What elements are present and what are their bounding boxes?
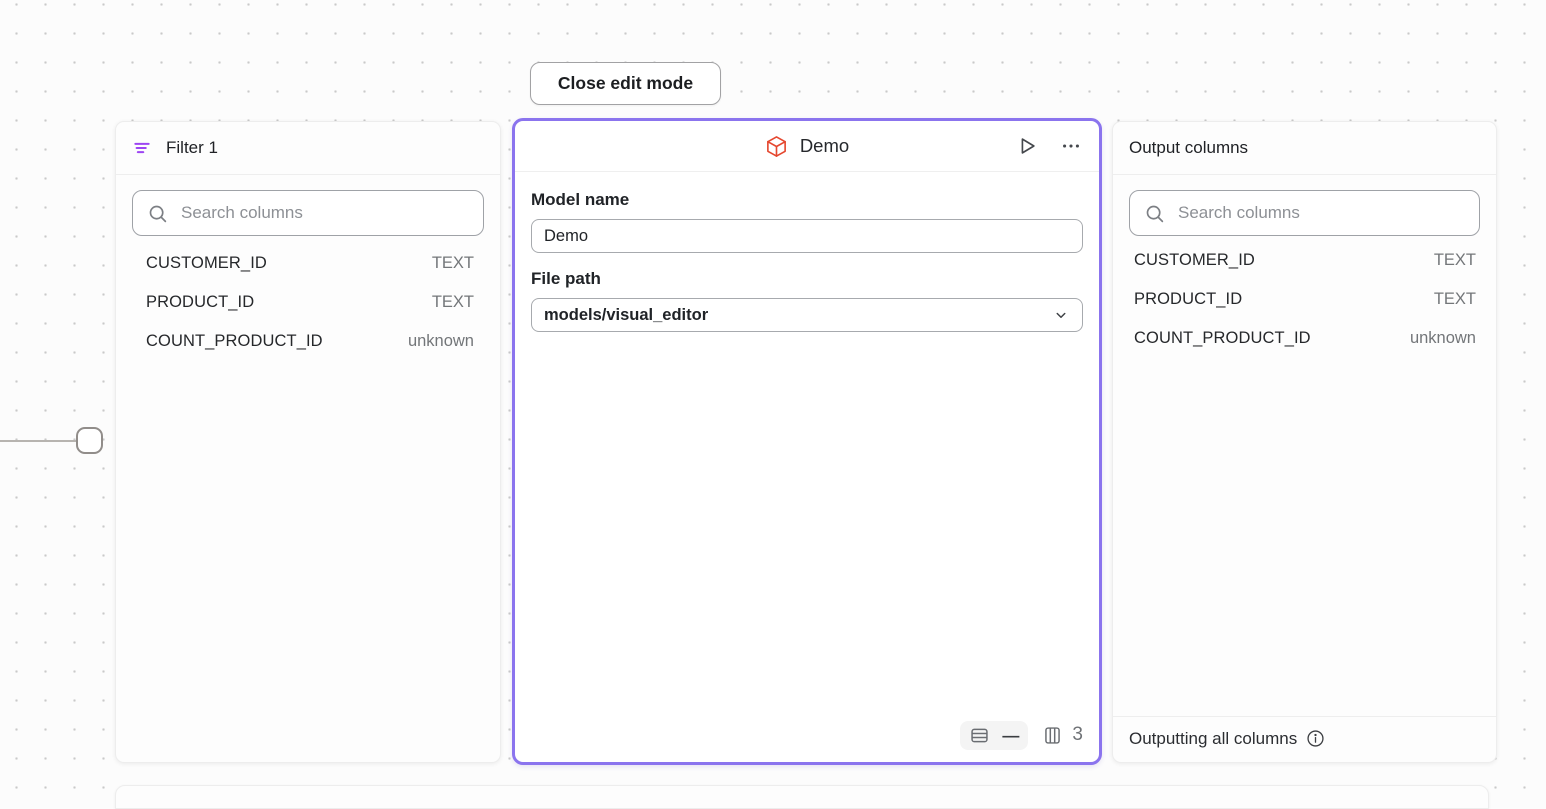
output-search-input[interactable] [1176,202,1465,224]
info-icon[interactable] [1305,728,1326,749]
connector-handle[interactable] [76,427,103,454]
cube-icon [765,135,788,158]
column-type: TEXT [431,254,474,272]
file-path-select[interactable]: models/visual_editor [531,298,1083,332]
filter-node-panel: Filter 1 CUSTOMER_ID TEXT PRODUCT_ID TEX… [115,121,501,763]
column-row[interactable]: COUNT_PRODUCT_ID unknown [1113,319,1496,358]
row-count-value: — [1002,725,1020,745]
bottom-node-panel[interactable] [115,785,1489,809]
column-name: CUSTOMER_ID [146,254,267,272]
column-count-value: 3 [1072,724,1083,745]
column-type: unknown [407,332,474,350]
table-rows-icon [969,725,990,746]
column-name: COUNT_PRODUCT_ID [146,332,323,350]
column-row[interactable]: PRODUCT_ID TEXT [116,283,500,322]
search-icon [1144,203,1165,224]
filter-panel-title: Filter 1 [166,138,218,157]
file-path-label: File path [531,269,601,288]
row-count-stat[interactable]: — [960,720,1029,750]
close-edit-mode-button[interactable]: Close edit mode [530,62,721,105]
column-type: TEXT [1433,290,1476,308]
filter-search-input[interactable] [179,202,469,224]
column-row[interactable]: PRODUCT_ID TEXT [1113,280,1496,319]
filter-column-list: CUSTOMER_ID TEXT PRODUCT_ID TEXT COUNT_P… [116,244,500,361]
output-search-box[interactable] [1129,190,1480,236]
column-type: unknown [1409,329,1476,347]
more-options-button[interactable] [1057,132,1085,160]
column-row[interactable]: CUSTOMER_ID TEXT [1113,241,1496,280]
column-name: COUNT_PRODUCT_ID [1134,329,1311,347]
filter-search-box[interactable] [132,190,484,236]
output-panel-title: Output columns [1129,138,1249,157]
column-type: TEXT [431,293,474,311]
output-panel-header[interactable]: Output columns [1113,122,1496,175]
column-row[interactable]: COUNT_PRODUCT_ID unknown [116,322,500,361]
table-columns-icon [1042,725,1063,746]
column-count-stat[interactable]: 3 [1040,720,1085,750]
file-path-value: models/visual_editor [544,305,709,324]
column-name: PRODUCT_ID [146,293,255,311]
model-name-label: Model name [531,190,630,209]
model-node-panel: Demo [512,118,1102,765]
chevron-down-icon [1052,306,1070,324]
model-name-input[interactable] [531,219,1083,253]
model-result-stats: — 3 [515,720,1099,762]
filter-panel-header[interactable]: Filter 1 [116,122,500,175]
model-panel-header[interactable]: Demo [515,121,1099,172]
ellipsis-icon [1060,135,1082,157]
column-row[interactable]: CUSTOMER_ID TEXT [116,244,500,283]
connector-edge-line [0,440,78,442]
filter-icon [132,138,152,158]
column-name: CUSTOMER_ID [1134,251,1255,269]
model-panel-title: Demo [799,135,850,156]
output-panel-footer: Outputting all columns [1113,716,1496,762]
run-model-button[interactable] [1013,132,1041,160]
column-name: PRODUCT_ID [1134,290,1243,308]
output-footer-text: Outputting all columns [1129,728,1298,748]
search-icon [147,203,168,224]
output-columns-panel: Output columns CUSTOMER_ID TEXT PRODUCT_… [1112,121,1497,763]
play-icon [1016,135,1038,157]
column-type: TEXT [1433,251,1476,269]
output-column-list: CUSTOMER_ID TEXT PRODUCT_ID TEXT COUNT_P… [1113,241,1496,358]
